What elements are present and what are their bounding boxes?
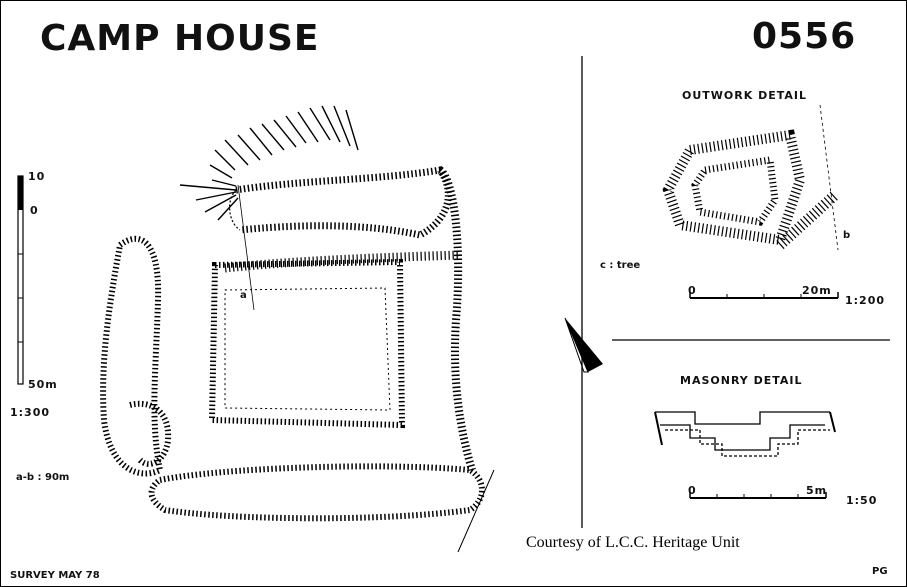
survey-baseline-b <box>457 469 495 553</box>
site-title: CAMP HOUSE <box>40 18 320 59</box>
north-hachures <box>179 105 359 221</box>
main-scale-bar <box>17 175 24 385</box>
survey-date: SURVEY MAY 78 <box>10 570 100 581</box>
draughtsman-initials: PG <box>872 566 888 577</box>
north-arrow <box>564 317 603 373</box>
point-a-label: a <box>240 290 247 301</box>
point-b-label: b <box>843 230 851 241</box>
outwork-scale-start: 0 <box>688 284 697 297</box>
outwork-scale-bar <box>689 292 839 299</box>
scale-bar-bottom-label: 50m <box>28 378 58 391</box>
earthwork-plan <box>100 166 485 522</box>
masonry-scale-bar <box>689 492 827 499</box>
sheet-number: 0556 <box>752 16 857 57</box>
masonry-scale-end: 5m <box>806 484 828 497</box>
main-plan-scale: 1:300 <box>10 406 51 419</box>
masonry-section <box>654 411 836 457</box>
outwork-legend: c : tree <box>600 260 641 271</box>
outwork-scale-end: 20m <box>802 284 832 297</box>
masonry-scale: 1:50 <box>846 494 878 507</box>
outwork-plan <box>662 104 839 251</box>
scale-bar-top-label: 10 <box>28 170 46 183</box>
distance-note: a-b : 90m <box>16 472 70 483</box>
masonry-detail-title: MASONRY DETAIL <box>680 374 803 387</box>
masonry-scale-start: 0 <box>688 484 697 497</box>
outwork-scale: 1:200 <box>845 294 886 307</box>
survey-baseline-a <box>237 184 255 311</box>
credit-line: Courtesy of L.C.C. Heritage Unit <box>526 534 740 551</box>
scale-bar-zero-label: 0 <box>30 204 39 217</box>
outwork-detail-title: OUTWORK DETAIL <box>682 89 808 102</box>
